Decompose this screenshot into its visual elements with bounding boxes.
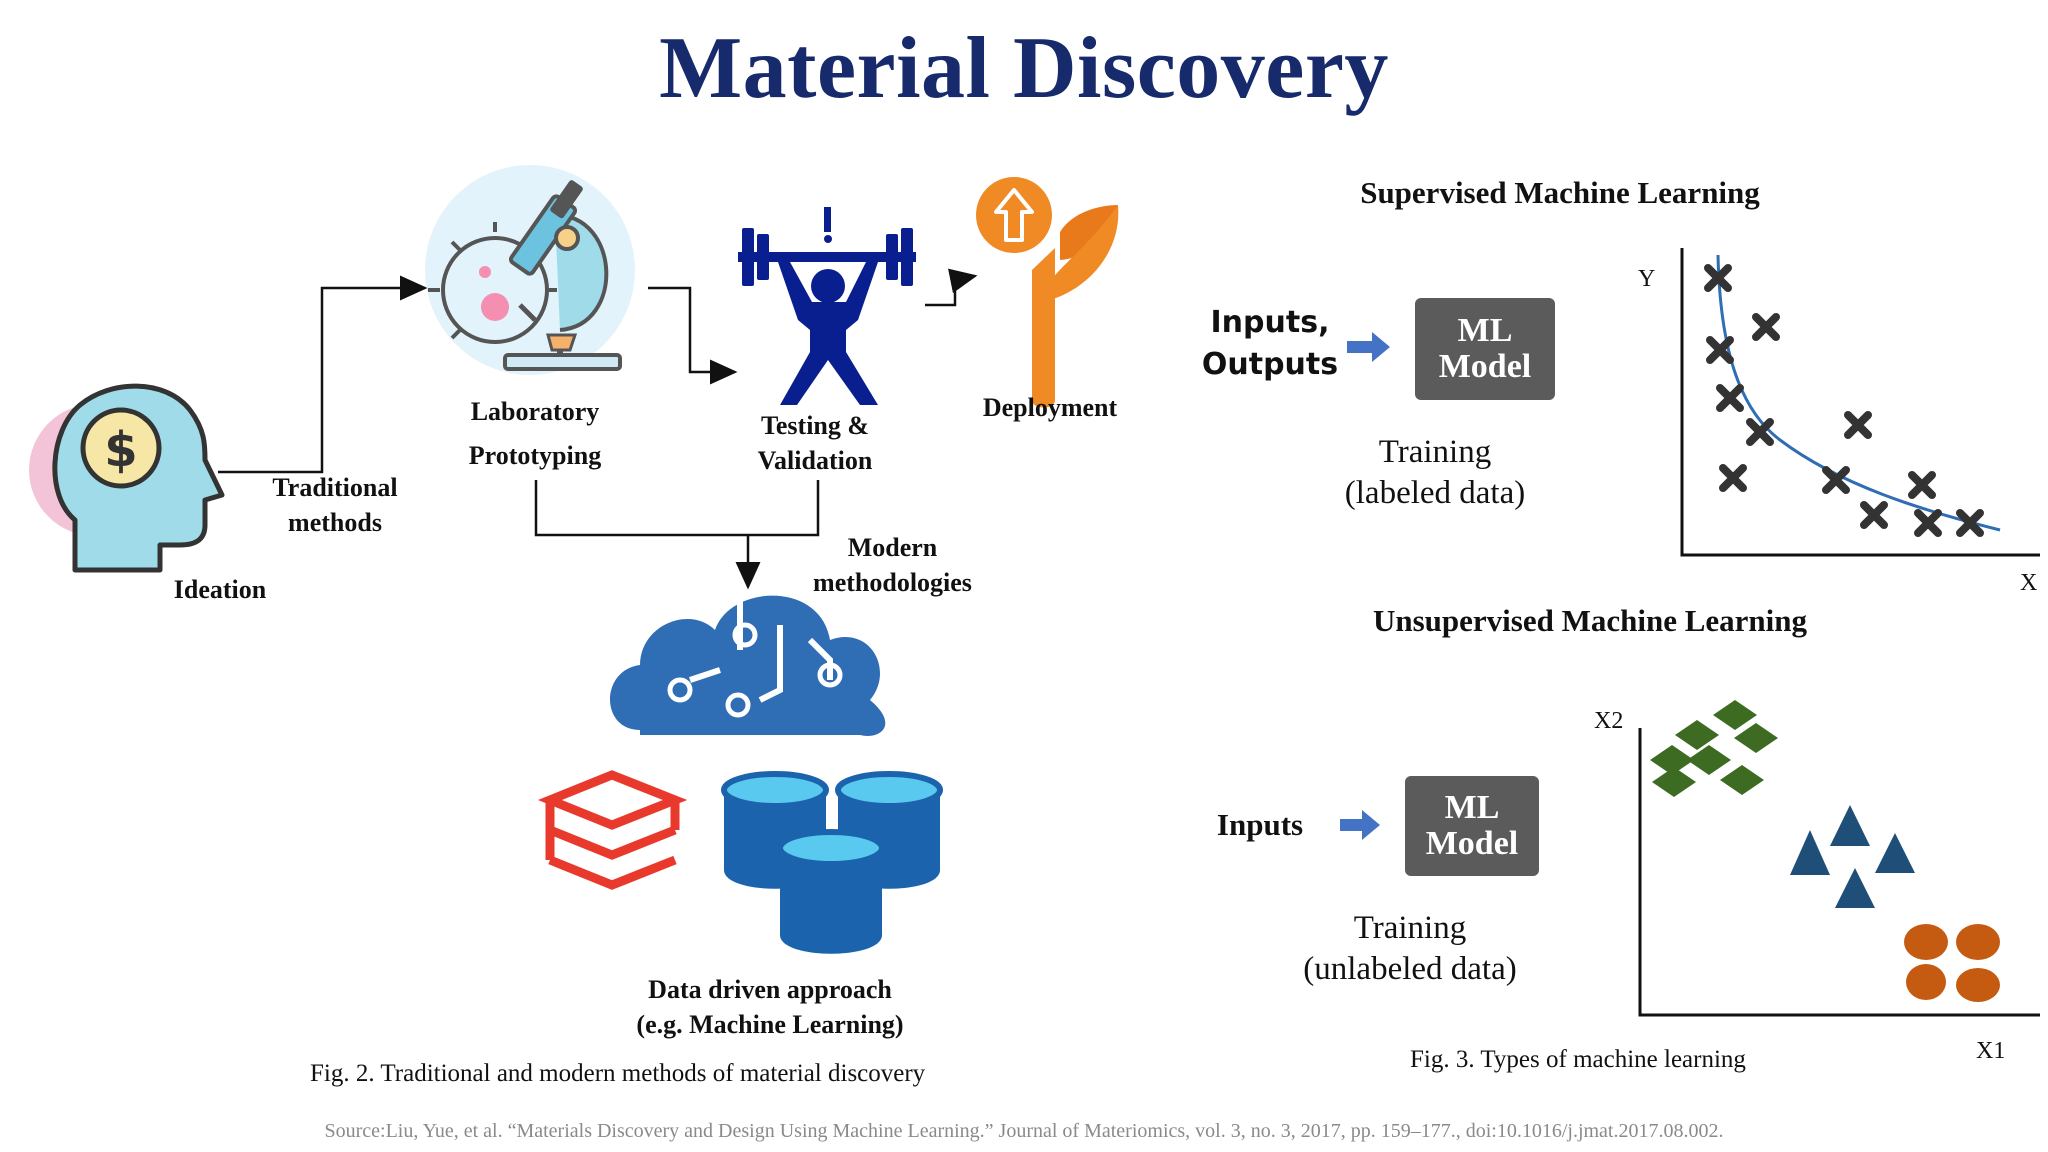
label-test-line1: Testing & — [760, 411, 870, 440]
label-modern-line1: Modern — [847, 533, 938, 562]
label-traditional-methods: Traditional methods — [255, 470, 415, 540]
sup-training-label: Training (labeled data) — [1290, 432, 1580, 515]
sup-inputs-line2: Outputs — [1201, 347, 1339, 382]
svg-text:$: $ — [104, 422, 137, 478]
stacked-layers-icon — [537, 770, 688, 890]
x-axis-label: X — [2020, 570, 2038, 596]
unsupervised-title: Unsupervised Machine Learning — [1372, 603, 1808, 638]
scatter-x-mark — [1844, 411, 1872, 439]
scatter-x-mark — [1706, 336, 1734, 364]
scatter-x-mark — [1746, 418, 1774, 446]
label-traditional-line2: methods — [288, 508, 382, 538]
deployment-sprout-icon — [976, 177, 1119, 408]
sup-training-line1: Training — [1378, 434, 1492, 470]
cluster-green-diamonds — [1650, 700, 1778, 797]
uns-training-line2: (unlabeled data) — [1303, 951, 1517, 988]
label-lab-line1: Laboratory — [470, 397, 600, 426]
head-dollar-icon: $ — [29, 383, 225, 573]
flow-connectors — [218, 268, 978, 590]
label-laboratory-prototyping: Laboratory Prototyping — [440, 390, 630, 478]
uns-ml-line1: ML — [1444, 789, 1500, 827]
y-axis-label: Y — [1638, 266, 1656, 292]
scatter-x-mark — [1719, 464, 1747, 492]
sup-inputs-outputs: Inputs, Outputs — [1190, 302, 1350, 386]
supervised-plot — [1680, 248, 2040, 557]
label-data-line1: Data driven approach — [648, 975, 892, 1004]
x1-axis-label: X1 — [1976, 1038, 2006, 1064]
uns-training-label: Training (unlabeled data) — [1270, 908, 1550, 991]
scatter-x-mark — [1752, 313, 1780, 341]
ai-cloud-icon — [610, 595, 886, 736]
cluster-orange-ellipses — [1904, 924, 2000, 1002]
weightlifter-icon — [738, 207, 916, 405]
scatter-x-marks — [1704, 264, 1984, 537]
label-testing-validation: Testing & Validation — [725, 408, 905, 478]
label-data-line2: (e.g. Machine Learning) — [636, 1010, 904, 1040]
fig2-caption: Fig. 2. Traditional and modern methods o… — [310, 1060, 926, 1087]
uns-ml-line2: Model — [1425, 825, 1519, 862]
scatter-x-mark — [1908, 471, 1936, 499]
fig3-caption: Fig. 3. Types of machine learning — [1410, 1046, 1746, 1073]
scatter-x-mark — [1704, 264, 1732, 292]
microscope-icon — [425, 165, 635, 375]
sup-inputs-line1: Inputs, — [1210, 305, 1330, 340]
page-title: Material Discovery — [659, 20, 1389, 117]
uns-training-line1: Training — [1353, 910, 1467, 946]
sup-ml-line1: ML — [1457, 312, 1513, 350]
scatter-x-mark — [1956, 509, 1984, 537]
scatter-x-mark — [1822, 466, 1850, 494]
label-data-driven: Data driven approach (e.g. Machine Learn… — [600, 972, 940, 1042]
sup-ml-line2: Model — [1438, 348, 1532, 385]
scatter-x-mark — [1860, 501, 1888, 529]
scatter-x-mark — [1716, 384, 1744, 412]
cluster-blue-triangles — [1790, 805, 1915, 908]
supervised-title: Supervised Machine Learning — [1360, 175, 1760, 210]
label-ideation: Ideation — [173, 575, 267, 604]
x2-axis-label: X2 — [1594, 708, 1624, 734]
label-test-line2: Validation — [757, 446, 873, 476]
source-citation: Source:Liu, Yue, et al. “Materials Disco… — [324, 1120, 1724, 1142]
uns-inputs: Inputs — [1216, 807, 1304, 842]
blue-arrows — [1340, 332, 1390, 840]
scatter-x-mark — [1914, 509, 1942, 537]
label-lab-line2: Prototyping — [468, 441, 602, 471]
label-deployment: Deployment — [982, 393, 1118, 422]
unsupervised-plot — [1638, 700, 2040, 1017]
label-traditional-line1: Traditional — [272, 473, 398, 502]
label-modern-line2: methodologies — [813, 568, 972, 598]
database-cylinders-icon — [721, 771, 943, 954]
sup-training-line2: (labeled data) — [1344, 475, 1526, 512]
label-modern-methodologies: Modern methodologies — [800, 530, 985, 600]
sup-ml-model-box: ML Model — [1415, 298, 1555, 400]
uns-ml-model-box: ML Model — [1405, 776, 1539, 876]
